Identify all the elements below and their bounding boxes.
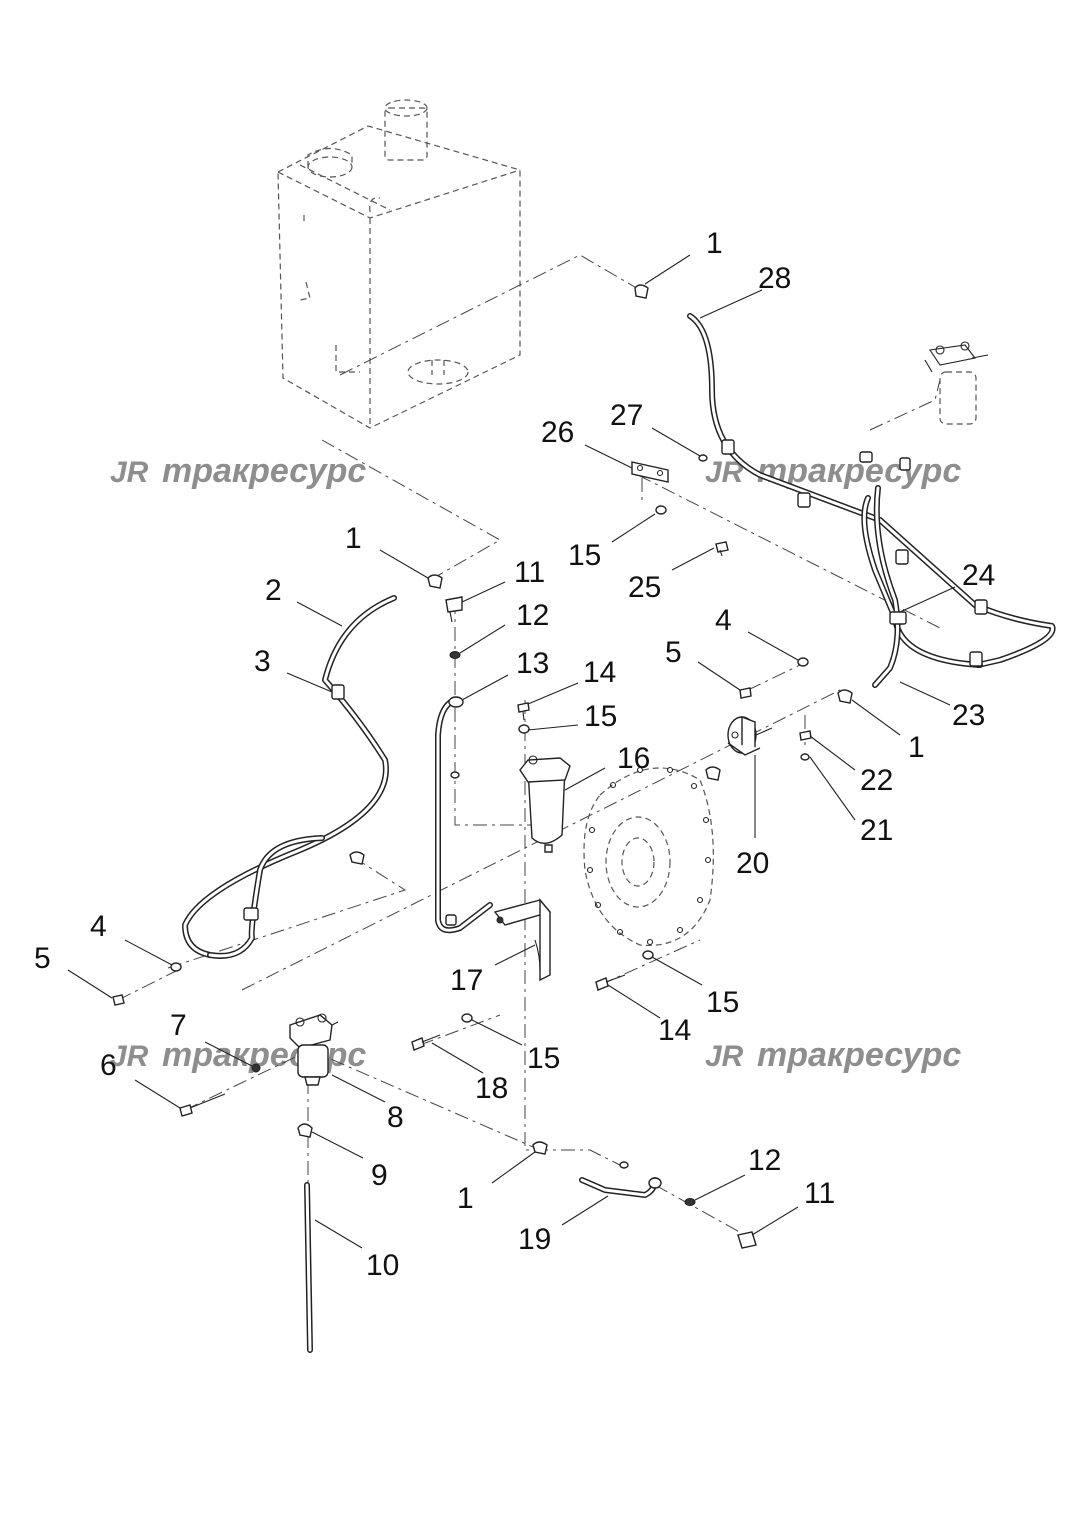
callout-label: 25 bbox=[628, 571, 661, 604]
callout-label: 1 bbox=[706, 227, 723, 260]
callout-label: 13 bbox=[516, 647, 549, 680]
clamp-housing bbox=[705, 766, 721, 781]
watermark-logo: JR bbox=[110, 456, 149, 489]
hose-2 bbox=[182, 595, 397, 958]
callout-label: 4 bbox=[715, 604, 732, 637]
nut-7 bbox=[251, 1063, 261, 1073]
callout-label: 1 bbox=[908, 731, 925, 764]
hose-clips-left bbox=[243, 684, 365, 921]
bolt-5-left bbox=[112, 994, 125, 1006]
washer-15-lower-right bbox=[642, 950, 654, 960]
clamp-1-lower bbox=[532, 1141, 548, 1155]
callout-label: 24 bbox=[962, 559, 995, 592]
bolt-5-right bbox=[739, 687, 752, 699]
bolt-14-lower bbox=[595, 974, 626, 991]
callout-label: 14 bbox=[583, 656, 616, 689]
fuel-filter-16 bbox=[519, 755, 571, 853]
watermark-top-left: JR тракресурс bbox=[110, 452, 366, 490]
callout-label: 10 bbox=[366, 1249, 399, 1282]
bracket-26 bbox=[631, 461, 669, 483]
washer-15-top bbox=[655, 505, 667, 515]
drain-hose-10 bbox=[304, 1182, 313, 1353]
leader-lines bbox=[67, 254, 956, 1249]
washer-27 bbox=[698, 454, 708, 462]
fuel-filter-8 bbox=[289, 1013, 339, 1086]
callout-labels: 1 28 27 26 15 25 24 1 11 12 2 13 3 14 15… bbox=[34, 227, 995, 1282]
callout-label: 18 bbox=[475, 1072, 508, 1105]
washer-4-right bbox=[797, 657, 809, 667]
callout-label: 23 bbox=[952, 699, 985, 732]
bolt-25 bbox=[715, 541, 729, 557]
callout-label: 17 bbox=[450, 964, 483, 997]
fitting-9 bbox=[297, 1123, 313, 1138]
washer-15-lower-mid bbox=[461, 1013, 473, 1023]
watermark-brand: тракресурс bbox=[757, 1036, 961, 1074]
callout-label: 8 bbox=[387, 1101, 404, 1134]
watermark-brand: тракресурс bbox=[162, 1036, 366, 1074]
callout-label: 11 bbox=[514, 556, 545, 589]
pipe-19 bbox=[579, 1161, 662, 1198]
fuel-pump-20 bbox=[727, 715, 773, 756]
callout-label: 5 bbox=[665, 636, 682, 669]
hose-clips-right bbox=[721, 439, 988, 667]
callout-label: 19 bbox=[518, 1223, 551, 1256]
watermark-brand: тракресурс bbox=[162, 452, 366, 490]
clamp-1-right bbox=[837, 689, 853, 704]
callout-label: 28 bbox=[758, 262, 791, 295]
callout-label: 14 bbox=[658, 1014, 691, 1047]
callout-label: 15 bbox=[584, 700, 617, 733]
bolt-22 bbox=[799, 730, 812, 741]
bolt-18 bbox=[411, 1034, 441, 1051]
callout-label: 15 bbox=[527, 1042, 560, 1075]
callout-label: 15 bbox=[706, 986, 739, 1019]
callout-label: 11 bbox=[804, 1177, 835, 1210]
clamp-1-mid bbox=[427, 574, 443, 589]
callout-label: 26 bbox=[541, 416, 574, 449]
watermark-logo: JR bbox=[110, 1040, 149, 1073]
callout-label: 2 bbox=[265, 574, 282, 607]
hose-24 bbox=[872, 485, 901, 688]
callout-label: 12 bbox=[748, 1144, 781, 1177]
upper-fuel-filter-assembly bbox=[924, 341, 989, 425]
callout-label: 22 bbox=[860, 764, 893, 797]
flywheel-housing-cover bbox=[583, 766, 714, 947]
bolt-14-mid bbox=[517, 702, 530, 721]
fuel-tank bbox=[277, 99, 521, 429]
watermark-top-right: JR тракресурс bbox=[705, 452, 961, 490]
banjo-bolt-11-top bbox=[445, 596, 463, 623]
callout-label: 1 bbox=[457, 1182, 474, 1215]
alignment-lines bbox=[117, 254, 941, 1236]
callout-label: 21 bbox=[860, 814, 893, 847]
callout-label: 20 bbox=[736, 847, 769, 880]
callout-label: 9 bbox=[371, 1159, 388, 1192]
pipe-13 bbox=[435, 696, 493, 934]
callout-label: 12 bbox=[516, 599, 549, 632]
callout-label: 16 bbox=[617, 742, 650, 775]
watermark-bottom-left: JR тракресурс bbox=[110, 1036, 366, 1074]
bracket-17 bbox=[493, 898, 552, 982]
washer-12-top bbox=[449, 651, 461, 659]
clamp-1-top bbox=[634, 284, 649, 299]
hose-3 bbox=[207, 835, 325, 959]
watermark-logo: JR bbox=[705, 1040, 744, 1073]
callout-label: 5 bbox=[34, 942, 51, 975]
bolt-6 bbox=[179, 1093, 226, 1117]
callout-label: 1 bbox=[345, 522, 362, 555]
washer-15-mid bbox=[518, 724, 530, 734]
washer-21 bbox=[800, 753, 810, 761]
watermark-bottom-right: JR тракресурс bbox=[705, 1036, 961, 1074]
callout-label: 6 bbox=[100, 1049, 117, 1082]
hose-28 bbox=[687, 313, 1056, 668]
banjo-bolt-11-lower bbox=[737, 1231, 757, 1249]
callout-label: 4 bbox=[90, 910, 107, 943]
callout-label: 15 bbox=[568, 539, 601, 572]
washer-4-left bbox=[170, 962, 182, 972]
callout-label: 27 bbox=[610, 399, 643, 432]
callout-label: 7 bbox=[170, 1009, 187, 1042]
callout-label: 3 bbox=[254, 645, 271, 678]
washer-12-lower bbox=[684, 1198, 696, 1206]
